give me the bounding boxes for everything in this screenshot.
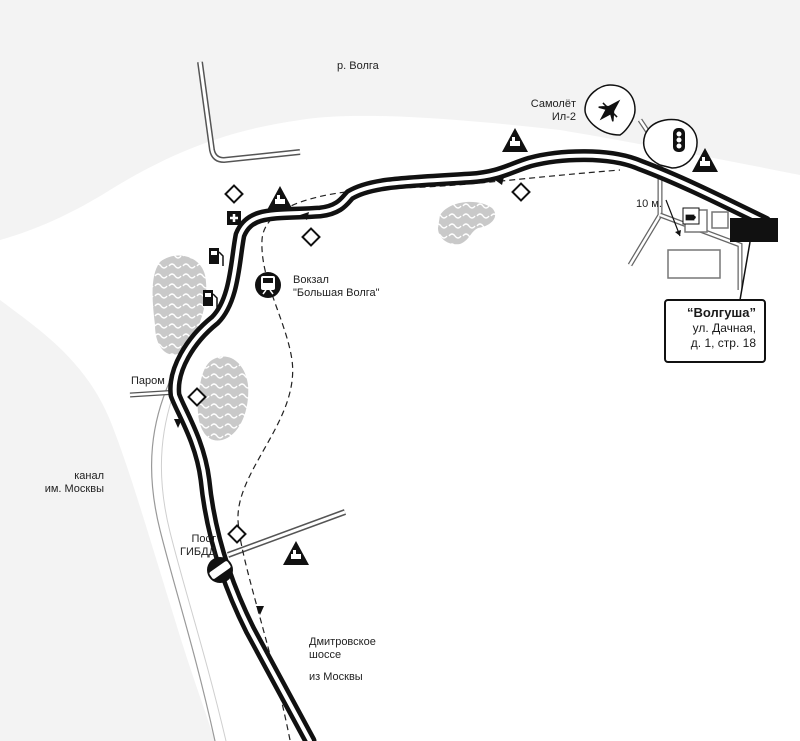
lake-left xyxy=(152,255,207,355)
railway-crossing-icon xyxy=(291,550,301,559)
railway-crossing-icon xyxy=(510,137,520,146)
volga-river xyxy=(0,0,800,240)
direction-arrow-10m xyxy=(665,199,681,237)
from-moscow-label: из Москвы xyxy=(309,671,363,683)
highway-label: Дмитровское шоссе xyxy=(309,636,376,661)
river-label: р. Волга xyxy=(337,60,379,72)
railway-crossing-icon xyxy=(275,195,285,204)
first-aid-icon xyxy=(227,211,241,225)
train-icon xyxy=(261,276,275,295)
fuel-station-icon xyxy=(203,290,218,308)
plane-label: Самолёт Ил-2 xyxy=(530,98,576,123)
distance-label: 10 м. xyxy=(636,198,662,210)
railway-crossing-icon xyxy=(700,157,710,166)
lake-right xyxy=(438,201,496,245)
railway-crossing-sign-3[interactable] xyxy=(692,148,718,172)
canal-bank-inner xyxy=(160,371,227,741)
airplane-callout[interactable] xyxy=(584,84,636,136)
building-b xyxy=(711,211,729,229)
railway-crossing-sign-2[interactable] xyxy=(502,128,528,152)
railway-crossing-sign-1[interactable] xyxy=(267,186,293,210)
side-road-crossing-inner xyxy=(227,510,346,557)
traffic-light-callout[interactable] xyxy=(643,118,698,169)
destination-address-line1: ул. Дачная, xyxy=(692,321,756,335)
canal-label: канал им. Москвы xyxy=(44,470,104,495)
police-post-icon xyxy=(209,561,231,579)
police-label: Пост ГИБДД xyxy=(180,533,216,558)
destination-address-line2: д. 1, стр. 18 xyxy=(690,336,756,350)
station-label: Вокзал "Большая Волга" xyxy=(293,274,380,299)
railway-crossing-sign-4[interactable] xyxy=(283,541,309,565)
destination-building xyxy=(730,218,778,242)
route-arrow-ferry xyxy=(174,419,182,428)
canal-bank xyxy=(150,369,216,741)
cafe-icon xyxy=(682,207,700,225)
route-arrow-east xyxy=(495,177,504,185)
diamond-marker-4 xyxy=(187,387,207,407)
main-road-center xyxy=(172,153,767,741)
diamond-marker-1 xyxy=(224,184,244,204)
route-arrow-south xyxy=(256,606,264,615)
railway-line xyxy=(237,169,621,741)
airplane-icon xyxy=(598,99,621,122)
train-station-marker[interactable] xyxy=(255,272,281,298)
ferry-label: Паром xyxy=(131,375,165,387)
diamond-marker-3 xyxy=(511,182,531,202)
diamond-marker-5 xyxy=(227,524,247,544)
canal-moscow xyxy=(0,300,215,741)
lake-middle xyxy=(197,356,249,441)
fuel-station-icon xyxy=(209,248,224,266)
diamond-marker-2 xyxy=(301,227,321,247)
destination-pointer xyxy=(739,241,751,301)
destination-card[interactable]: “Волгуша” ул. Дачная, д. 1, стр. 18 xyxy=(664,299,766,363)
building-c xyxy=(667,249,721,279)
traffic-light-icon xyxy=(673,128,685,152)
side-road-north-inner xyxy=(198,61,301,162)
police-post-marker[interactable] xyxy=(207,557,233,583)
direction-arrow-10m-head xyxy=(675,230,681,236)
destination-name: “Волгуша” xyxy=(687,305,756,320)
route-arrow-north xyxy=(300,212,309,220)
